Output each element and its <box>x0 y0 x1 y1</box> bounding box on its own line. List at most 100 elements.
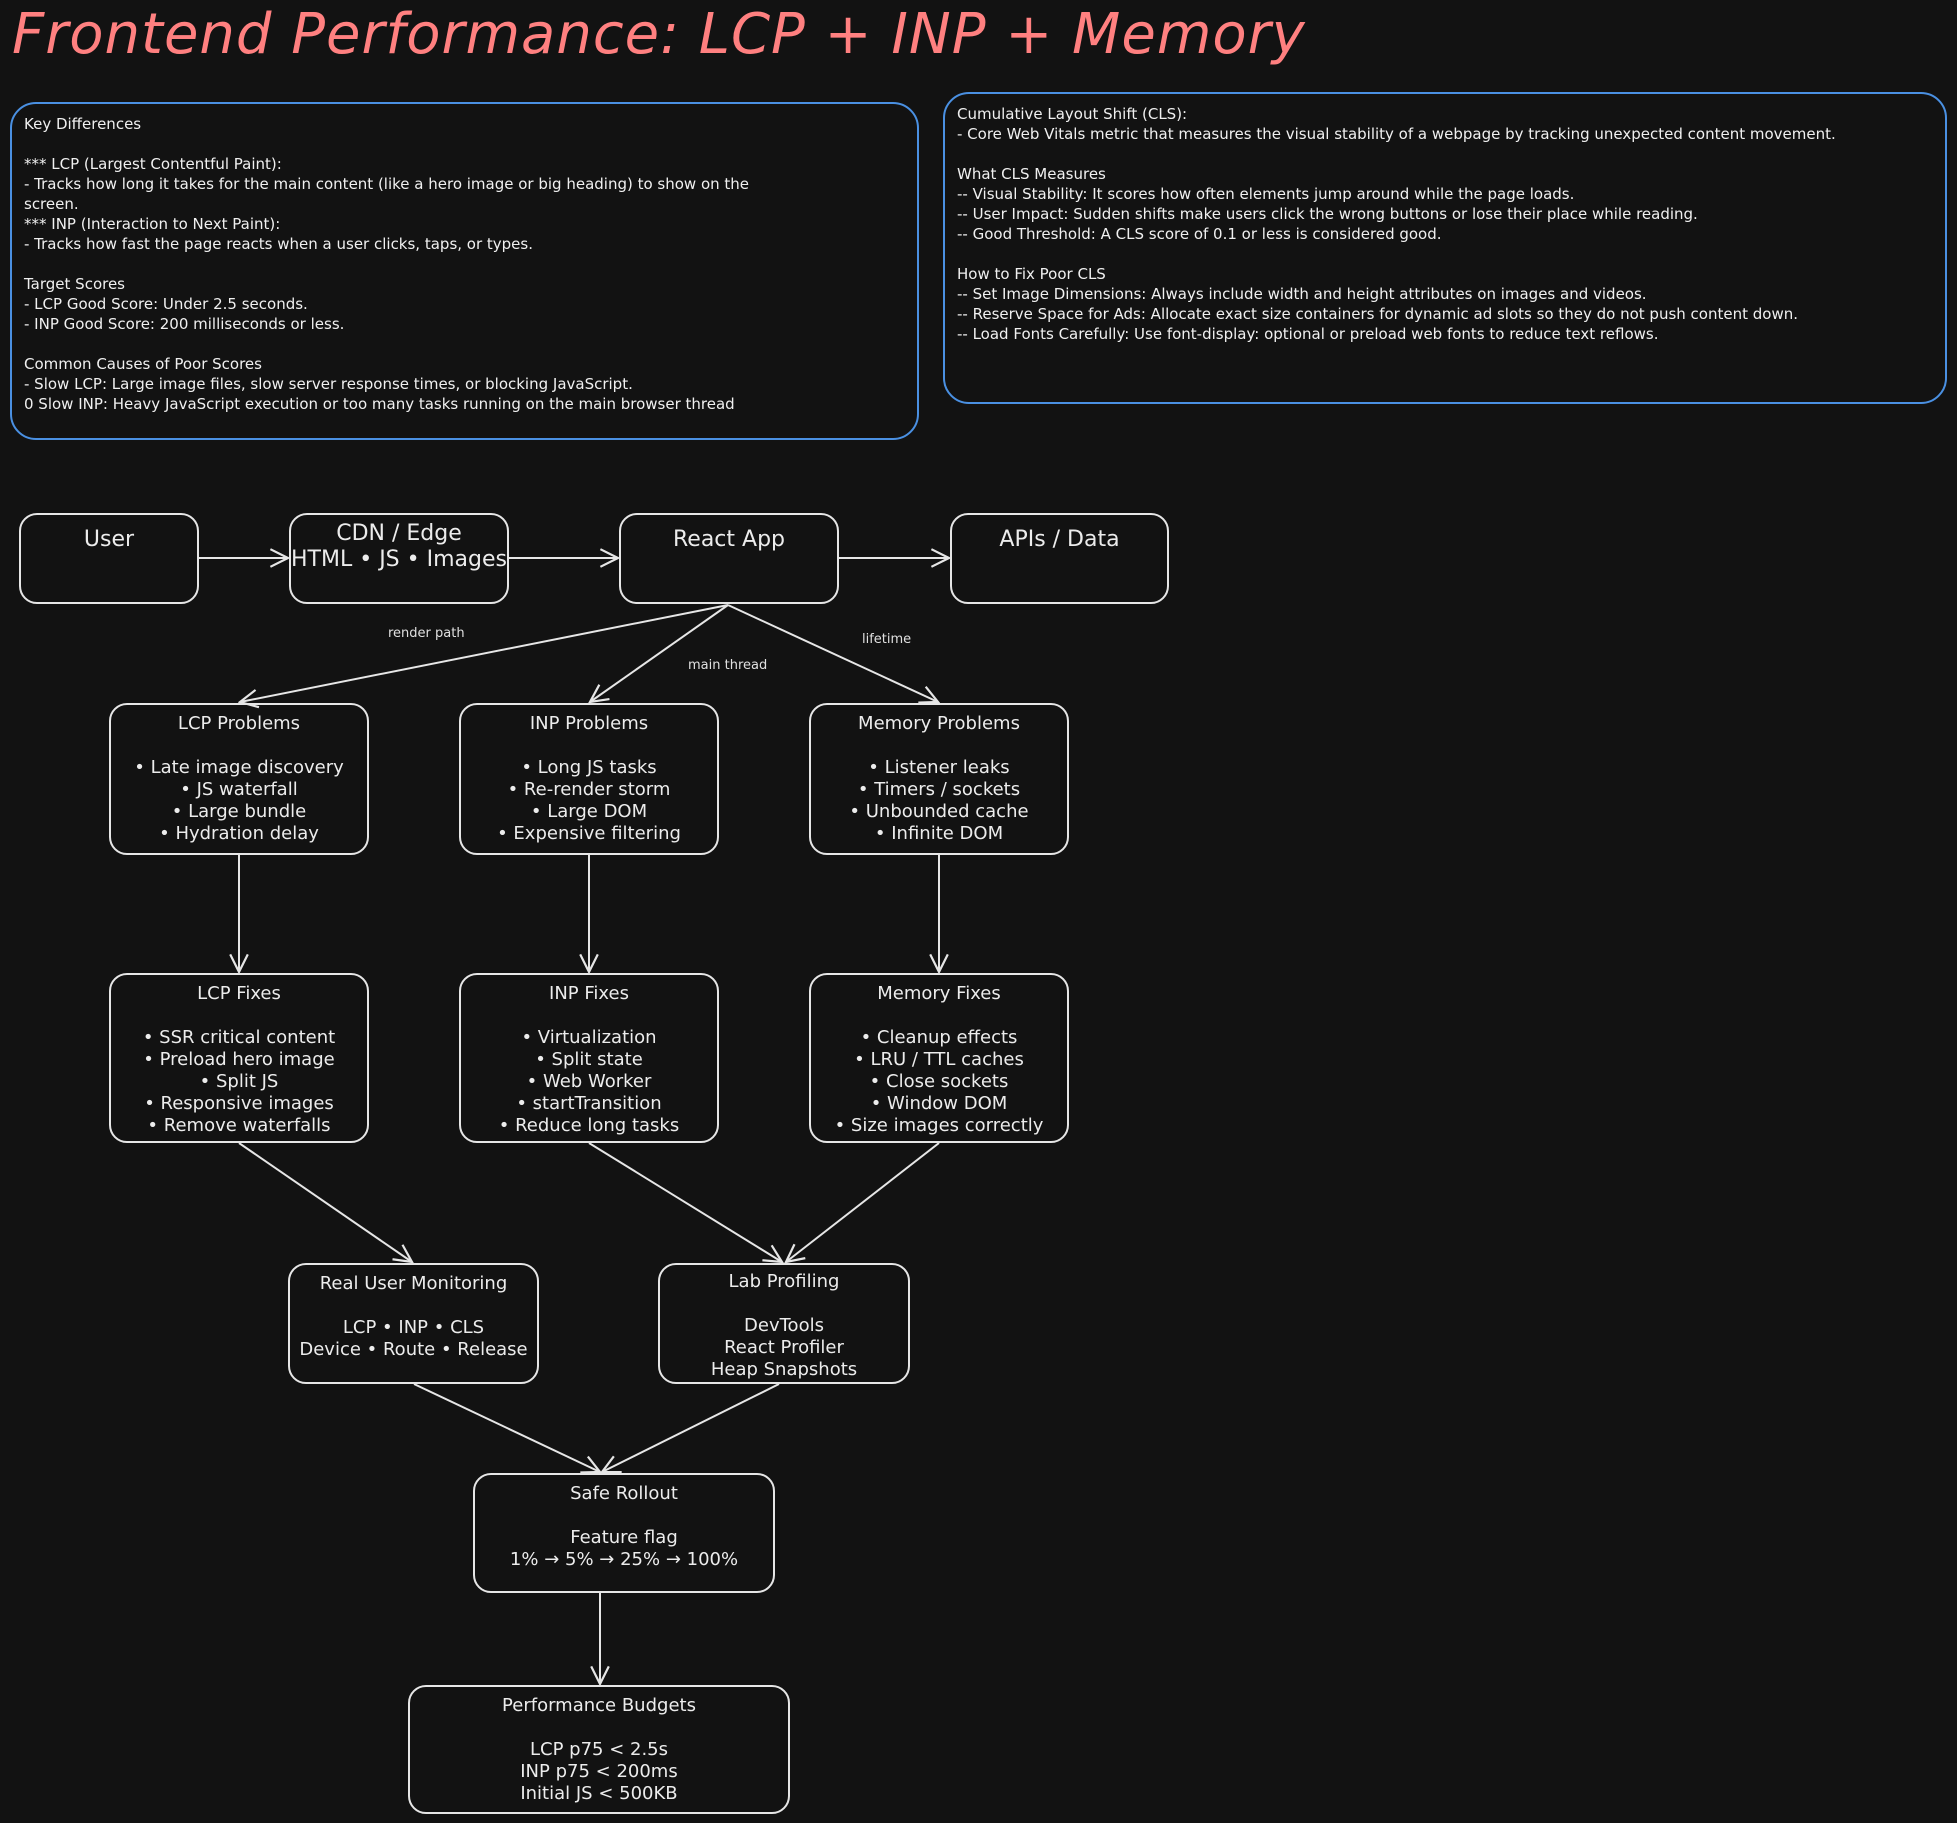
edge-react-lcp-problems <box>240 604 729 702</box>
node-line: • JS waterfall <box>180 779 298 800</box>
node-line <box>811 735 1067 757</box>
node-line: • Long JS tasks <box>521 757 657 778</box>
node-line: HTML • JS • Images <box>291 547 507 572</box>
node-title: CDN / Edge <box>336 521 462 546</box>
note-line: - Tracks how long it takes for the main … <box>24 175 750 193</box>
node-lcp-problems: LCP Problems • Late image discovery• JS w… <box>109 703 369 855</box>
node-title: Safe Rollout <box>570 1483 678 1504</box>
cls-note: Cumulative Layout Shift (CLS): - Core Web… <box>943 92 1947 404</box>
node-title: LCP Fixes <box>197 983 281 1004</box>
edge-label-main-thread: main thread <box>688 658 768 673</box>
node-line: • startTransition <box>516 1093 662 1114</box>
note-line: How to Fix Poor CLS <box>957 265 1106 283</box>
node-line: • Split state <box>535 1049 643 1070</box>
note-line: -- Reserve Space for Ads: Allocate exact… <box>957 305 1798 323</box>
note-line: screen. <box>24 195 79 213</box>
node-line <box>461 735 717 757</box>
node-title: Real User Monitoring <box>319 1273 508 1294</box>
node-line: Initial JS < 500KB <box>520 1783 678 1804</box>
node-line: • SSR critical content <box>142 1027 336 1048</box>
note-line: 0 Slow INP: Heavy JavaScript execution o… <box>24 395 735 413</box>
note-line: - Tracks how fast the page reacts when a… <box>24 235 533 253</box>
node-line: • Preload hero image <box>143 1049 335 1070</box>
edge-inp-fixes-lab <box>588 1142 782 1262</box>
node-line: 1% → 5% → 25% → 100% <box>509 1549 739 1570</box>
node-line: • Reduce long tasks <box>498 1115 680 1136</box>
node-title: User <box>83 527 135 552</box>
node-line: • Hydration delay <box>159 823 319 844</box>
node-line: • Remove waterfalls <box>147 1115 331 1136</box>
node-line: • Split JS <box>199 1071 279 1092</box>
edge-label-lifetime: lifetime <box>862 632 912 647</box>
node-line <box>410 1717 788 1739</box>
note-line: *** LCP (Largest Contentful Paint): <box>24 155 282 173</box>
node-react-app: React App <box>619 513 839 604</box>
note-line: - LCP Good Score: Under 2.5 seconds. <box>24 295 308 313</box>
node-title: Memory Problems <box>858 713 1020 734</box>
node-line: Feature flag <box>570 1527 678 1548</box>
key-differences-note: Key Differences *** LCP (Largest Contentf… <box>10 102 919 440</box>
node-line: • Large bundle <box>171 801 307 822</box>
node-line: • Large DOM <box>530 801 648 822</box>
node-line <box>461 1005 717 1027</box>
node-line: Heap Snapshots <box>710 1359 858 1380</box>
node-line <box>111 1005 367 1027</box>
node-line: • LRU / TTL caches <box>854 1049 1024 1070</box>
node-line: INP p75 < 200ms <box>520 1761 678 1782</box>
node-line: • Unbounded cache <box>849 801 1029 822</box>
note-line: Cumulative Layout Shift (CLS): <box>957 105 1188 123</box>
node-inp-fixes: INP Fixes• Virtualization• Split state• … <box>459 973 719 1143</box>
note-line: -- Good Threshold: A CLS score of 0.1 or… <box>957 225 1442 243</box>
node-line: Device • Route • Release <box>299 1339 528 1360</box>
note-line: *** INP (Interaction to Next Paint): <box>24 215 281 233</box>
note-line: -- User Impact: Sudden shifts make users… <box>957 205 1698 223</box>
node-line <box>811 1005 1067 1027</box>
edge-react-memory-problems <box>727 604 938 702</box>
edge-react-inp-problems <box>590 604 729 702</box>
note-line: Target Scores <box>24 275 126 293</box>
node-line: • Re-render storm <box>507 779 671 800</box>
node-title: React App <box>672 527 785 552</box>
node-memory-fixes: Memory Fixes • Cleanup effects• LRU / TTL… <box>809 973 1069 1143</box>
note-line: What CLS Measures <box>957 165 1106 183</box>
node-line <box>475 1505 773 1527</box>
node-line: • Cleanup effects <box>860 1027 1018 1048</box>
node-line: • Virtualization <box>521 1027 657 1048</box>
node-line: React Profiler <box>724 1337 844 1358</box>
note-line: - Core Web Vitals metric that measures t… <box>957 125 1836 143</box>
node-title: Lab Profiling <box>728 1271 840 1292</box>
node-lcp-fixes: LCP Fixes • SSR critical content• Preload… <box>109 973 369 1143</box>
node-line: LCP • INP • CLS <box>342 1317 485 1338</box>
node-line: • Responsive images <box>144 1093 334 1114</box>
node-line <box>111 735 367 757</box>
node-line: • Late image discovery <box>134 757 344 778</box>
edge-lab-rollout <box>602 1383 780 1472</box>
node-line: • Web Worker <box>526 1071 652 1092</box>
node-line <box>290 1295 537 1317</box>
edge-lcp-fixes-rum <box>238 1142 412 1262</box>
node-title: LCP Problems <box>177 713 301 734</box>
node-title: Memory Fixes <box>877 983 1001 1004</box>
node-title: INP Fixes <box>549 983 629 1004</box>
diagram-title: Frontend Performance: LCP + INP + Memory <box>12 2 1306 67</box>
node-line: DevTools <box>744 1315 824 1336</box>
node-line: LCP p75 < 2.5s <box>529 1739 669 1760</box>
note-line: - INP Good Score: 200 milliseconds or le… <box>24 315 345 333</box>
edge-rum-rollout <box>413 1383 600 1472</box>
edge-memory-fixes-lab <box>786 1142 940 1262</box>
note-line: Common Causes of Poor Scores <box>24 355 262 373</box>
node-line: • Close sockets <box>869 1071 1009 1092</box>
node-line <box>660 1293 908 1315</box>
node-line: • Expensive filtering <box>497 823 681 844</box>
node-line: • Timers / sockets <box>857 779 1021 800</box>
note-line: Key Differences <box>24 115 142 133</box>
node-title: APIs / Data <box>999 527 1120 552</box>
node-title: Performance Budgets <box>502 1695 696 1716</box>
node-line: • Size images correctly <box>834 1115 1044 1136</box>
